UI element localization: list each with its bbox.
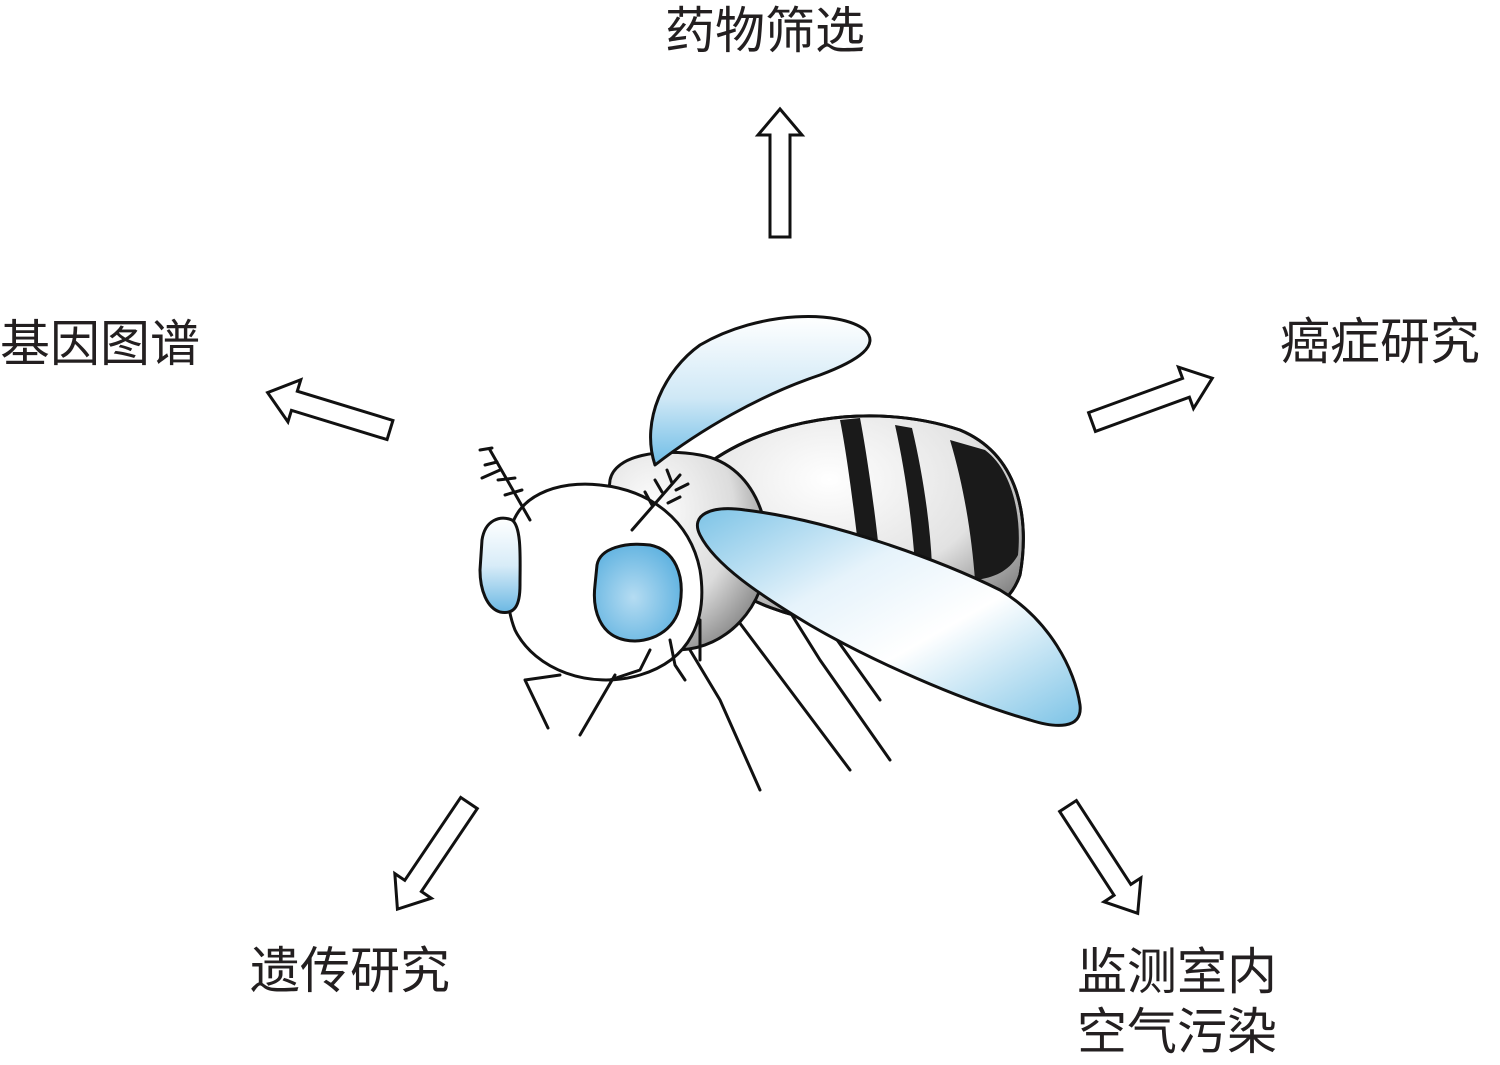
label-air-pollution-monitoring: 监测室内 空气污染 — [1077, 942, 1277, 1062]
arrow-up-icon — [754, 106, 806, 239]
label-genetics-research: 遗传研究 — [250, 942, 450, 1000]
label-air-pollution-line2: 空气污染 — [1077, 1003, 1277, 1061]
arrow-upper-right-icon — [1086, 364, 1215, 434]
label-cancer-research: 癌症研究 — [1280, 313, 1480, 371]
label-gene-mapping: 基因图谱 — [0, 315, 200, 373]
label-air-pollution-line1: 监测室内 — [1077, 943, 1277, 1001]
arrow-lower-left-icon — [393, 795, 480, 912]
label-drug-screening: 药物筛选 — [665, 2, 865, 60]
arrow-upper-left-icon — [265, 377, 395, 442]
fruit-fly-illustration — [478, 314, 1082, 792]
arrow-lower-right-icon — [1057, 798, 1143, 916]
